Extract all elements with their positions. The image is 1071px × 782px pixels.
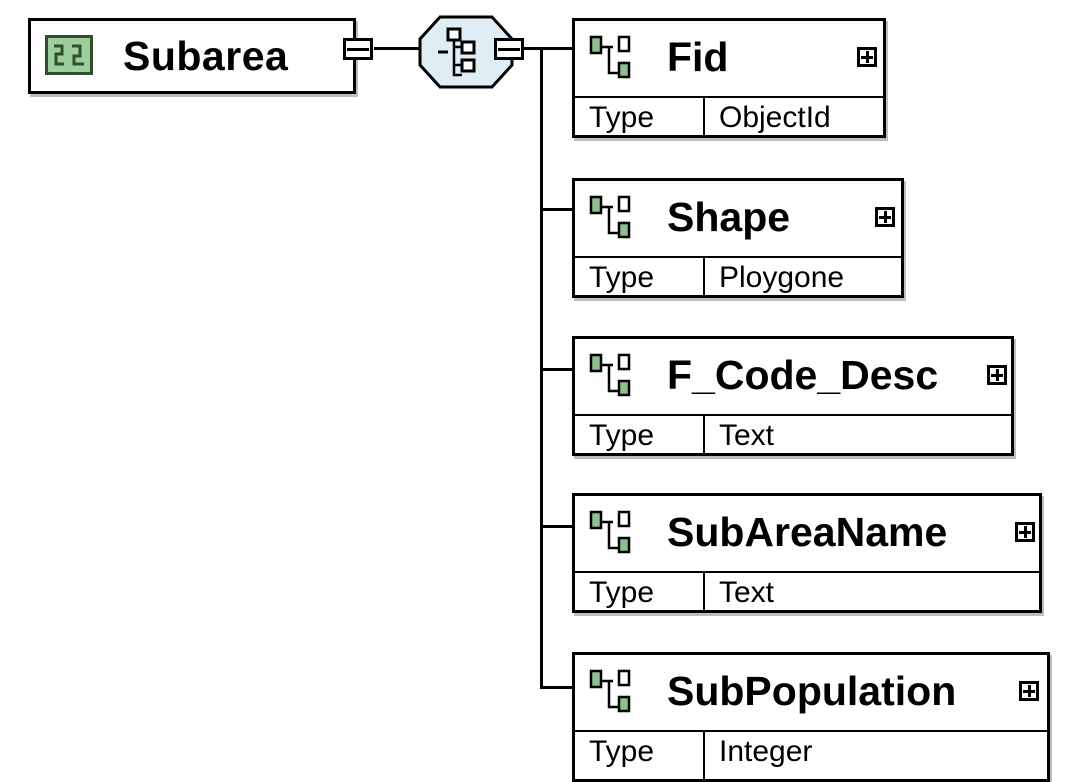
root-collapse-toggle[interactable] [343,38,373,60]
branch-subpopulation [540,686,572,689]
type-key: Type [589,101,655,134]
root-element-label: Subarea [123,33,289,79]
field-f-code-desc[interactable]: F_Code_Desc Type Text [572,336,1014,456]
expand-toggle[interactable] [987,365,1007,385]
type-value: Integer [719,735,813,768]
field-subpopulation[interactable]: SubPopulation Type Integer [572,652,1050,782]
sequence-compositor-icon [418,15,514,89]
type-key: Type [589,261,655,294]
field-shape[interactable]: Shape Type Ploygone [572,178,904,298]
complex-type-icon [45,35,93,75]
root-connector [374,47,420,50]
type-value: ObjectId [719,101,831,134]
branch-f-code-desc [540,368,572,371]
element-icon [589,195,631,239]
element-icon [589,35,631,79]
field-name: SubAreaName [667,509,948,555]
element-icon [589,510,631,554]
compositor-collapse-toggle[interactable] [494,38,524,60]
branch-subareaname [540,525,572,528]
branch-shape [540,208,572,211]
type-key: Type [589,419,655,452]
field-name: SubPopulation [667,668,957,714]
type-key: Type [589,735,655,768]
sequence-compositor[interactable] [418,15,514,89]
type-value: Text [719,576,775,609]
branch-fid [540,47,572,50]
expand-toggle[interactable] [857,47,877,67]
element-icon [589,353,631,397]
expand-toggle[interactable] [875,207,895,227]
expand-toggle[interactable] [1015,522,1035,542]
expand-toggle[interactable] [1019,681,1039,701]
root-element[interactable]: Subarea [28,18,356,94]
field-subareaname[interactable]: SubAreaName Type Text [572,493,1042,613]
element-icon [589,669,631,713]
field-name: Fid [667,34,729,80]
type-key: Type [589,576,655,609]
field-name: F_Code_Desc [667,352,939,398]
type-value: Ploygone [719,261,845,294]
field-name: Shape [667,194,791,240]
type-value: Text [719,419,775,452]
field-fid[interactable]: Fid Type ObjectId [572,18,886,138]
